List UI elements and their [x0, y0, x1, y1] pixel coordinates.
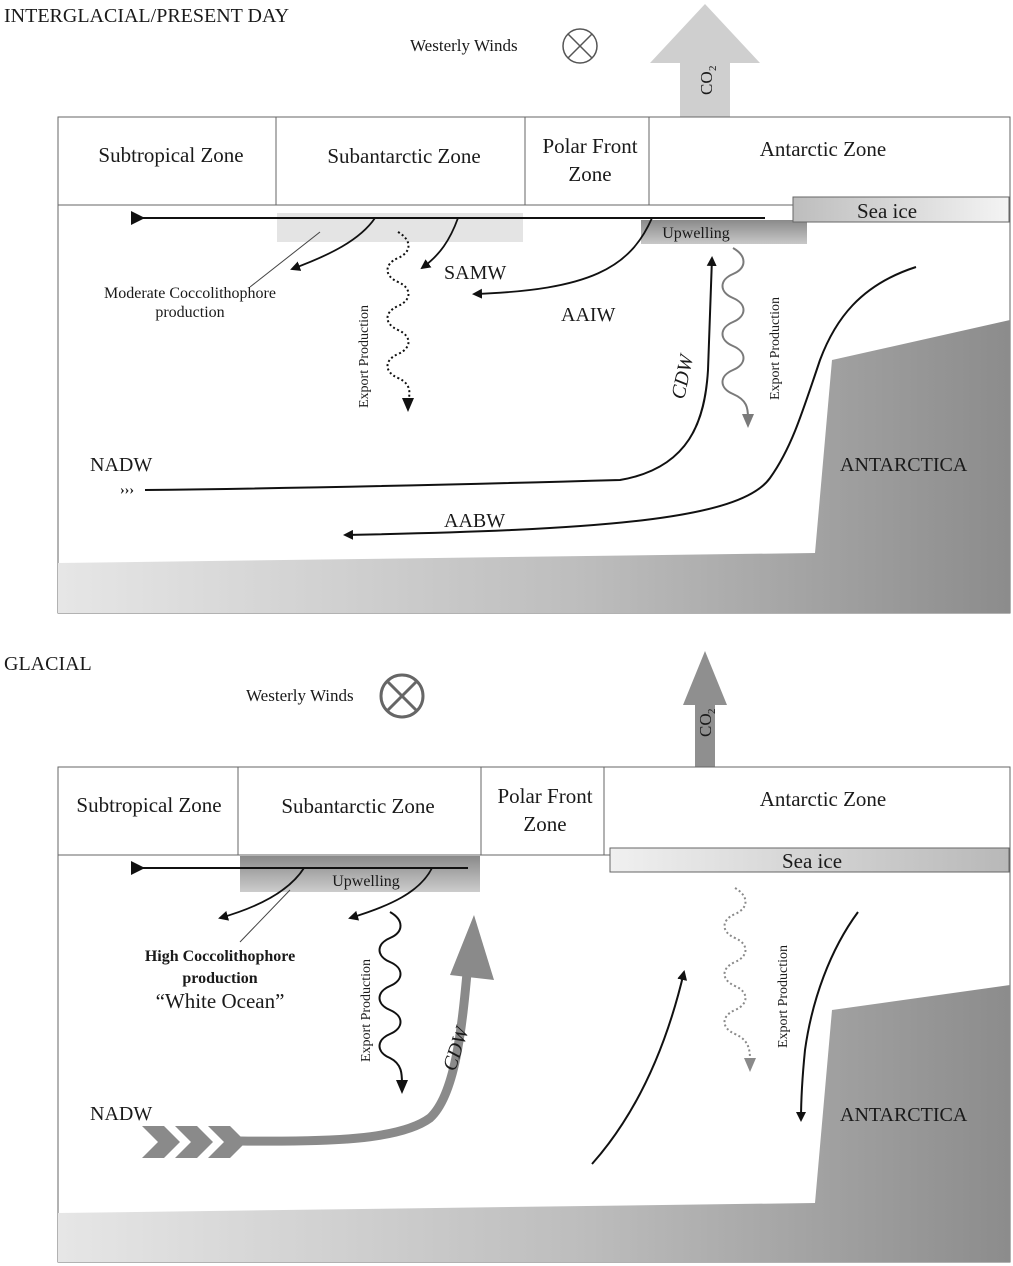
nadw-chevrons: ›››	[120, 483, 134, 498]
samw-flow-arrow	[420, 217, 459, 270]
sea-ice	[609, 847, 1010, 873]
bottom-water-flow-arrow	[796, 911, 859, 1122]
coccolith-flow-arrow	[290, 217, 376, 271]
coccolith-label-line2: production	[155, 304, 224, 321]
white-ocean-label: “White Ocean”	[156, 989, 285, 1013]
zone-subantarctic: Subantarctic Zone	[327, 144, 480, 168]
westerly-winds-label: Westerly Winds	[410, 36, 518, 55]
zone-header: Subtropical Zone Subantarctic Zone Polar…	[57, 766, 1011, 856]
samw-label: SAMW	[444, 262, 506, 284]
subduction-flow-arrow	[348, 867, 433, 921]
export-production-left-label: Export Production	[359, 959, 374, 1062]
zone-subtropical: Subtropical Zone	[76, 793, 221, 817]
upwelling-label: Upwelling	[332, 873, 400, 890]
co2-outgassing-arrow: CO 2	[683, 651, 727, 773]
aaiw-flow-arrow	[472, 217, 653, 299]
interglacial-heading: INTERGLACIAL/PRESENT DAY	[4, 5, 289, 27]
nadw-label: NADW	[90, 454, 152, 476]
coccolith-label-line1: High Coccolithophore	[145, 948, 295, 965]
co2-label: CO	[696, 713, 715, 737]
upwelling-zone	[641, 220, 807, 244]
glacial-heading: GLACIAL	[4, 653, 92, 675]
upwelling-zone	[240, 856, 480, 892]
export-production-right-arrowhead	[744, 1058, 756, 1072]
export-production-right-label: Export Production	[768, 297, 783, 400]
interglacial-panel: INTERGLACIAL/PRESENT DAY Westerly Winds …	[4, 4, 1011, 614]
co2-outgassing-arrow: CO 2	[650, 4, 760, 123]
nadw-label: NADW	[90, 1103, 152, 1125]
zone-subtropical: Subtropical Zone	[98, 143, 243, 167]
coccolith-flow-arrow	[218, 867, 305, 921]
co2-subscript: 2	[706, 709, 718, 715]
export-production-left-path	[386, 231, 411, 403]
aabw-flow	[343, 266, 917, 540]
export-production-right-path	[723, 887, 751, 1061]
zone-polar-front-line2: Zone	[568, 162, 611, 186]
zone-antarctic: Antarctic Zone	[760, 137, 887, 161]
antarctica-label: ANTARCTICA	[840, 454, 968, 476]
sea-ice	[792, 196, 1010, 223]
export-production-left-label: Export Production	[357, 305, 372, 408]
westerly-winds-label: Westerly Winds	[246, 686, 354, 705]
export-production-right-label: Export Production	[776, 945, 791, 1048]
sea-ice-label: Sea ice	[857, 199, 917, 223]
export-production-left-arrowhead	[396, 1080, 408, 1094]
zone-polar-front-line1: Polar Front	[497, 784, 592, 808]
export-production-left-path	[378, 911, 403, 1085]
zone-polar-front-line2: Zone	[523, 812, 566, 836]
surface-current-arrowhead	[131, 861, 145, 875]
glacial-panel: GLACIAL Westerly Winds CO 2 Subtropical …	[4, 651, 1011, 1263]
aaiw-label: AAIW	[561, 304, 616, 326]
seafloor-antarctica	[58, 985, 1010, 1262]
export-production-right-arrowhead	[742, 414, 754, 428]
nadw-cdw-flow	[239, 961, 473, 1146]
zone-antarctic: Antarctic Zone	[760, 787, 887, 811]
nadw-chevrons	[142, 1126, 246, 1158]
zone-subantarctic: Subantarctic Zone	[281, 794, 434, 818]
seafloor-antarctica	[58, 320, 1010, 613]
wind-into-page-icon	[562, 28, 598, 64]
upwelling-label: Upwelling	[662, 225, 730, 242]
coccolith-label-line2: production	[182, 970, 257, 987]
export-production-left-arrowhead	[402, 398, 414, 412]
upwelling-flow-arrow	[591, 970, 688, 1165]
zone-header: Subtropical Zone Subantarctic Zone Polar…	[57, 116, 1011, 206]
export-production-right-path	[721, 247, 749, 419]
coccolith-leader-line	[249, 231, 321, 288]
coccolith-leader-line	[239, 889, 291, 943]
antarctica-label: ANTARCTICA	[840, 1104, 968, 1126]
wind-into-page-icon	[379, 673, 425, 719]
aabw-label: AABW	[444, 510, 505, 532]
sea-ice-label: Sea ice	[782, 849, 842, 873]
cdw-arrowhead	[450, 915, 494, 980]
zone-polar-front-line1: Polar Front	[542, 134, 637, 158]
co2-subscript: 2	[707, 66, 719, 72]
nadw-cdw-flow	[144, 256, 717, 491]
surface-current-arrowhead	[131, 211, 145, 225]
coccolith-label-line1: Moderate Coccolithophore	[104, 285, 276, 302]
co2-label: CO	[697, 71, 716, 95]
